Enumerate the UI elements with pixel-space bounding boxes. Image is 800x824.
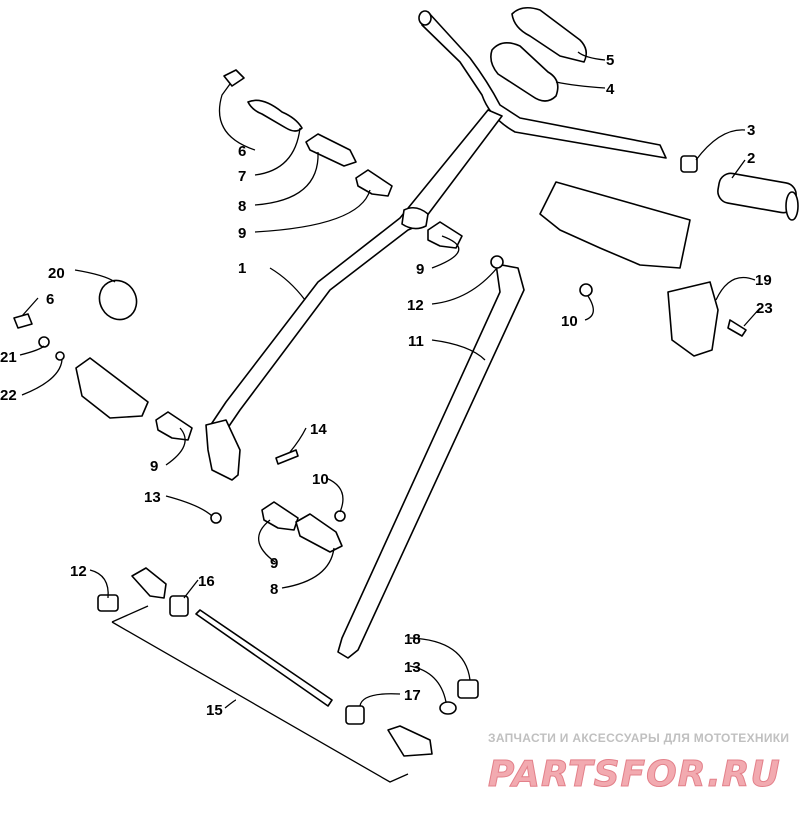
callout-6a: 6 xyxy=(238,143,246,160)
callout-9d: 9 xyxy=(270,555,278,572)
upper-support-bracket xyxy=(539,181,691,269)
grip-spacer xyxy=(680,155,698,173)
callout-9b: 9 xyxy=(416,261,424,278)
callout-labels: 1 2 3 4 5 6 6 7 8 8 9 9 9 9 10 10 11 12 … xyxy=(0,52,773,719)
callout-7: 7 xyxy=(238,168,246,185)
callout-23: 23 xyxy=(756,300,773,317)
callout-1: 1 xyxy=(238,260,246,277)
callout-2: 2 xyxy=(747,150,755,167)
callout-18: 18 xyxy=(404,631,421,648)
callout-8a: 8 xyxy=(238,198,246,215)
jam-nut-left xyxy=(169,595,189,617)
callout-21: 21 xyxy=(0,349,17,366)
callout-10b: 10 xyxy=(312,471,329,488)
cap-screw xyxy=(223,69,245,87)
callout-9c: 9 xyxy=(150,458,158,475)
washer-tie-rod xyxy=(439,701,457,715)
tie-rod-assembly-bracket xyxy=(111,605,409,783)
callout-17: 17 xyxy=(404,687,421,704)
handlebar xyxy=(418,10,667,159)
callout-13b: 13 xyxy=(404,659,421,676)
callout-3: 3 xyxy=(747,122,755,139)
cap-screw-left xyxy=(13,313,33,329)
lock-nut xyxy=(579,283,593,297)
lock-nut-lower xyxy=(334,510,346,522)
callout-12a: 12 xyxy=(407,297,424,314)
handlebar-pad-cover xyxy=(511,6,588,63)
callout-13a: 13 xyxy=(144,489,161,506)
tie-rod-end-right xyxy=(387,725,433,757)
lock-nut-tie-rod xyxy=(457,679,479,699)
callout-20: 20 xyxy=(48,265,65,282)
callout-14: 14 xyxy=(310,421,327,438)
retaining-ring xyxy=(98,279,138,321)
callout-19: 19 xyxy=(755,272,772,289)
callout-4: 4 xyxy=(606,81,615,98)
upper-bushing xyxy=(355,169,393,197)
watermark-tagline: ЗАПЧАСТИ И АКСЕССУАРЫ ДЛЯ МОТОТЕХНИКИ xyxy=(488,731,789,745)
lower-screw xyxy=(275,449,299,465)
callout-16: 16 xyxy=(198,573,215,590)
tie-rod xyxy=(195,609,333,707)
callout-15: 15 xyxy=(206,702,223,719)
lower-bushing-bottom xyxy=(261,501,299,531)
washer xyxy=(55,351,65,361)
watermark: ЗАПЧАСТИ И АКСЕССУАРЫ ДЛЯ МОТОТЕХНИКИ PA… xyxy=(488,731,790,796)
upper-clamp xyxy=(305,133,357,167)
nut xyxy=(490,255,504,269)
callout-10a: 10 xyxy=(561,313,578,330)
bracket-plate xyxy=(667,281,719,357)
watermark-logo: PARTSFOR.RU xyxy=(488,754,781,795)
leader-lines xyxy=(19,51,761,709)
jam-nut-right xyxy=(345,705,365,725)
lower-bushing xyxy=(155,411,193,441)
lower-support-bracket xyxy=(75,357,149,419)
handlebar-pad xyxy=(490,42,559,102)
lock-washer xyxy=(38,336,50,348)
callout-9a: 9 xyxy=(238,225,246,242)
callout-5: 5 xyxy=(606,52,614,69)
callout-8b: 8 xyxy=(270,581,278,598)
support-rod xyxy=(337,263,525,659)
handlebar-grip xyxy=(717,172,799,221)
lower-clamp xyxy=(295,513,343,553)
screw xyxy=(727,319,747,337)
tie-rod-end-left xyxy=(131,567,167,599)
cable-clip xyxy=(247,99,303,132)
callout-22: 22 xyxy=(0,387,17,404)
washer-lower xyxy=(210,512,222,524)
callout-11: 11 xyxy=(408,333,424,350)
steering-post xyxy=(205,109,503,481)
callout-12b: 12 xyxy=(70,563,87,580)
callout-6b: 6 xyxy=(46,291,54,308)
